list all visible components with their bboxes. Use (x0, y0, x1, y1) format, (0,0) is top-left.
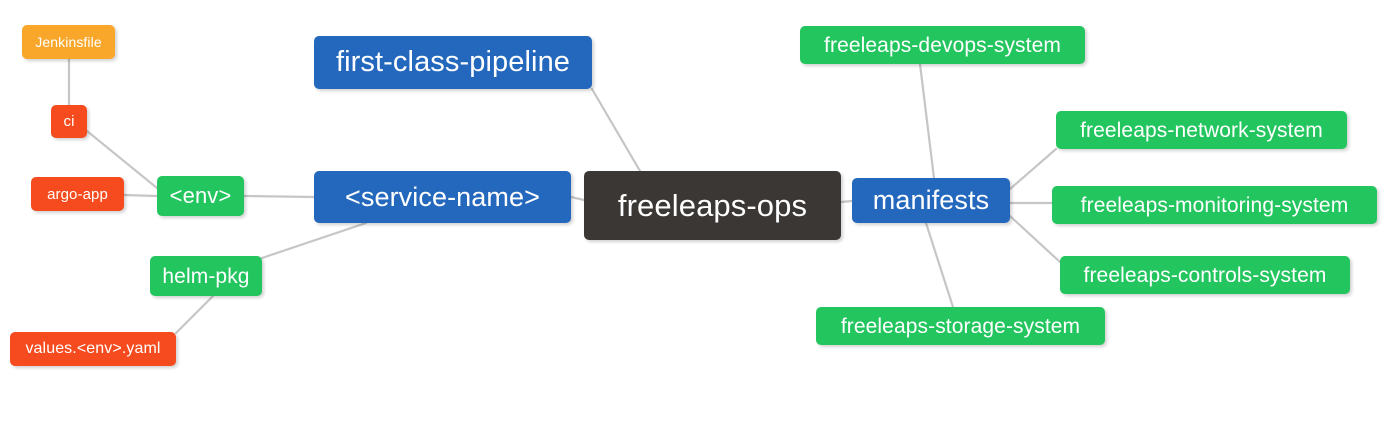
mindmap-node-freeleaps-ops[interactable]: freeleaps-ops (584, 171, 841, 240)
node-label-freeleaps-monitoring-system: freeleaps-monitoring-system (1080, 193, 1349, 217)
edge-first-class-pipeline-to-freeleaps-ops (590, 87, 642, 173)
mindmap-node-service-name[interactable]: <service-name> (314, 171, 571, 223)
node-label-first-class-pipeline: first-class-pipeline (335, 46, 571, 78)
node-label-ci: ci (63, 113, 75, 130)
node-label-freeleaps-controls-system: freeleaps-controls-system (1083, 263, 1327, 287)
edge-env-to-service-name (242, 194, 316, 199)
node-label-env: <env> (169, 183, 232, 208)
node-label-values-yaml: values.<env>.yaml (25, 340, 161, 357)
mindmap-node-freeleaps-network-system[interactable]: freeleaps-network-system (1056, 111, 1347, 149)
edge-freeleaps-ops-to-manifests (839, 199, 854, 204)
mindmap-node-manifests[interactable]: manifests (852, 178, 1010, 223)
edge-helm-pkg-to-service-name (260, 221, 368, 260)
edge-freeleaps-devops-system-to-manifests (918, 62, 936, 180)
mindmap-node-ci[interactable]: ci (51, 105, 87, 138)
node-label-freeleaps-devops-system: freeleaps-devops-system (824, 33, 1061, 57)
node-label-argo-app: argo-app (47, 185, 108, 203)
edge-manifests-to-freeleaps-storage-system (924, 221, 955, 309)
edge-argo-app-to-env (122, 193, 159, 198)
mindmap-node-helm-pkg[interactable]: helm-pkg (150, 256, 262, 296)
mindmap-node-argo-app[interactable]: argo-app (31, 177, 124, 211)
mindmap-node-freeleaps-storage-system[interactable]: freeleaps-storage-system (816, 307, 1105, 345)
mindmap-node-values-yaml[interactable]: values.<env>.yaml (10, 332, 176, 366)
edge-manifests-to-freeleaps-controls-system (1008, 214, 1062, 264)
node-label-jenkinsfile: Jenkinsfile (35, 34, 102, 50)
edge-service-name-to-freeleaps-ops (569, 195, 586, 202)
mindmap-node-freeleaps-monitoring-system[interactable]: freeleaps-monitoring-system (1052, 186, 1377, 224)
node-label-freeleaps-network-system: freeleaps-network-system (1080, 118, 1323, 142)
mindmap-node-first-class-pipeline[interactable]: first-class-pipeline (314, 36, 592, 89)
edge-values-yaml-to-helm-pkg (174, 294, 215, 335)
edge-manifests-to-freeleaps-network-system (1008, 147, 1058, 191)
mindmap-node-env[interactable]: <env> (157, 176, 244, 216)
mindmap-node-jenkinsfile[interactable]: Jenkinsfile (22, 25, 115, 59)
node-label-service-name: <service-name> (345, 181, 540, 212)
mindmap-node-freeleaps-controls-system[interactable]: freeleaps-controls-system (1060, 256, 1350, 294)
node-label-freeleaps-ops: freeleaps-ops (617, 188, 808, 223)
node-label-helm-pkg: helm-pkg (162, 264, 250, 288)
node-label-freeleaps-storage-system: freeleaps-storage-system (840, 314, 1081, 338)
node-label-manifests: manifests (872, 185, 990, 215)
mindmap-node-freeleaps-devops-system[interactable]: freeleaps-devops-system (800, 26, 1085, 64)
